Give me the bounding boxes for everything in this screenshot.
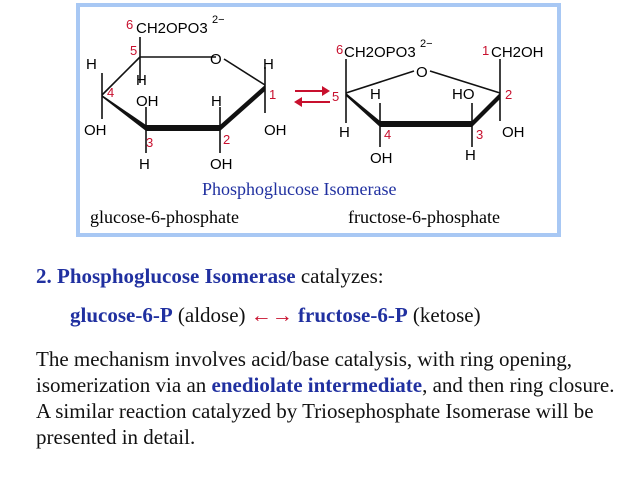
carbon-number: 5 [332, 89, 339, 104]
paragraph-highlight: enediolate intermediate [211, 373, 423, 397]
equation-left: glucose-6-P [70, 303, 173, 327]
atom-label: OH [84, 122, 107, 139]
heading-rest: catalyzes: [295, 264, 384, 288]
equation-right: fructose-6-P [292, 303, 408, 327]
equation-left-type: (aldose) [172, 303, 251, 327]
heading-number: 2. [36, 264, 57, 288]
carbon-number: 4 [107, 85, 114, 100]
atom-label: H [370, 86, 381, 103]
equilibrium-arrows [294, 86, 330, 107]
atom-label: HO [452, 86, 475, 103]
atom-label: H [211, 93, 222, 110]
carbon-number: 1 [482, 43, 489, 58]
ring-bond [101, 56, 141, 96]
carbon-number: 4 [384, 127, 391, 142]
ring-bond [223, 58, 266, 86]
carbon-number: 3 [146, 135, 153, 150]
atom-label: H [136, 72, 147, 89]
carbon-number: 2 [223, 132, 230, 147]
ring-bold-edge [102, 85, 265, 131]
ring-oxygen: O [416, 64, 428, 81]
ring-oxygen: O [210, 51, 222, 68]
phosphate-group: CH2OPO3 [136, 20, 208, 37]
atom-label: OH [502, 124, 525, 141]
carbon-number: 6 [126, 17, 133, 32]
heading-enzyme: Phosphoglucose Isomerase [57, 264, 296, 288]
carbon-number: 3 [476, 127, 483, 142]
glucose-structure: 6 CH2OPO3 2− 5 O H H H 4 OH H 1 OH OH 3 … [84, 14, 287, 173]
atom-label: H [339, 124, 350, 141]
paragraph-part1: The mechanism involves acid/base catalys… [36, 347, 572, 397]
fructose-6-phosphate-label: fructose-6-phosphate [348, 207, 500, 227]
ring-bond [345, 70, 415, 94]
carbon-number: 1 [269, 87, 276, 102]
enzyme-label: Phosphoglucose Isomerase [202, 179, 396, 199]
section-heading: 2. Phosphoglucose Isomerase catalyzes: [36, 264, 384, 289]
fructose-structure: 6 CH2OPO3 2− 1 CH2OH O 5 H HO 2 H 4 3 OH… [332, 38, 544, 167]
carbon-number: 6 [336, 42, 343, 57]
reaction-equation: glucose-6-P (aldose) ←→ fructose-6-P (ke… [70, 303, 481, 328]
reaction-figure: 6 CH2OPO3 2− 5 O H H H 4 OH H 1 OH OH 3 … [76, 3, 561, 237]
reaction-diagram: 6 CH2OPO3 2− 5 O H H H 4 OH H 1 OH OH 3 … [84, 14, 544, 227]
atom-label: H [139, 156, 150, 173]
atom-label: H [86, 56, 97, 73]
carbon-number: 5 [130, 43, 137, 58]
paragraph-part2: , and then ring closure. A similar react… [36, 373, 615, 449]
mechanism-paragraph: The mechanism involves acid/base catalys… [36, 346, 626, 450]
phosphate-group: CH2OPO3 [344, 44, 416, 61]
atom-label: H [465, 147, 476, 164]
charge-label: 2− [420, 38, 433, 50]
charge-label: 2− [212, 14, 225, 26]
carbon-number: 2 [505, 87, 512, 102]
ch2oh-group: CH2OH [491, 44, 544, 61]
atom-label: H [263, 56, 274, 73]
atom-label: OH [136, 93, 159, 110]
atom-label: OH [210, 156, 233, 173]
glucose-6-phosphate-label: glucose-6-phosphate [90, 207, 239, 227]
atom-label: OH [264, 122, 287, 139]
equation-right-type: (ketose) [407, 303, 481, 327]
ring-bond [429, 70, 501, 94]
atom-label: OH [370, 150, 393, 167]
equilibrium-arrow-icon: ←→ [250, 303, 293, 327]
